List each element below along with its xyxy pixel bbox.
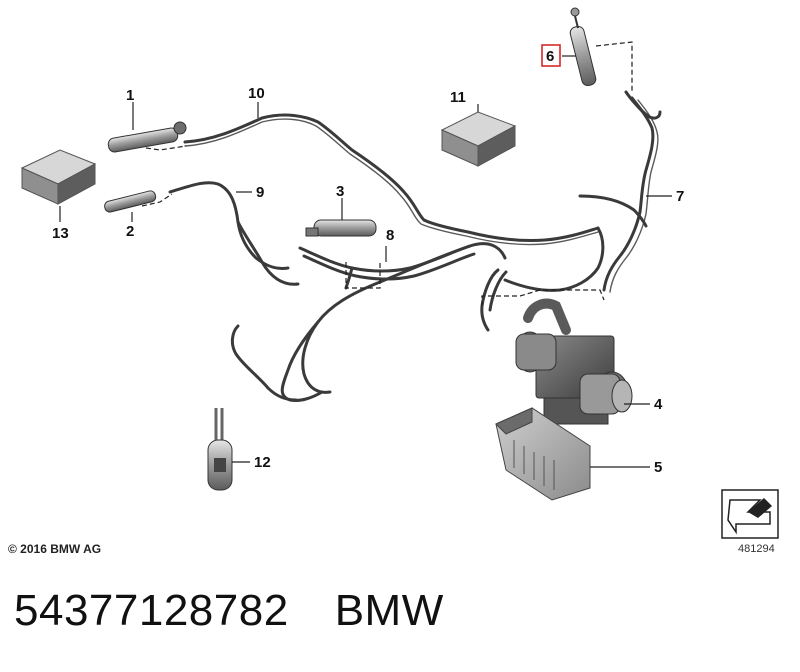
callout-13: 13 (52, 225, 69, 242)
callout-12: 12 (254, 454, 271, 471)
callout-4: 4 (654, 396, 663, 413)
callout-leaders (59, 55, 672, 468)
callout-6: 6 (546, 48, 554, 65)
part-3-actuator (305, 219, 377, 237)
part-11-module-box (440, 111, 517, 167)
part-number: 54377128782 (14, 586, 289, 635)
part-2-actuator (104, 190, 157, 213)
reference-arrow-icon (721, 489, 779, 539)
callout-1: 1 (126, 87, 134, 104)
diagram-number: 481294 (738, 543, 775, 555)
part-4-pump-unit (515, 298, 633, 425)
callout-7: 7 (676, 188, 684, 205)
callout-9: 9 (256, 184, 264, 201)
part-12-accumulator (207, 408, 233, 491)
callout-3: 3 (336, 183, 344, 200)
callout-8: 8 (386, 227, 394, 244)
footer-caption: 54377128782 BMW (14, 586, 444, 636)
part-13-module-box (20, 149, 97, 205)
callout-10: 10 (248, 85, 265, 102)
part-6-actuator (569, 7, 597, 87)
callout-2: 2 (126, 223, 134, 240)
part-5-tray (495, 407, 591, 501)
callout-5: 5 (654, 459, 662, 476)
brand-name: BMW (334, 586, 444, 635)
callout-6-highlight-box (541, 44, 561, 67)
callout-11: 11 (450, 89, 466, 106)
copyright-label: © 2016 BMW AG (8, 542, 101, 556)
dashed-leaders (141, 41, 633, 306)
part-1-actuator (107, 121, 187, 153)
